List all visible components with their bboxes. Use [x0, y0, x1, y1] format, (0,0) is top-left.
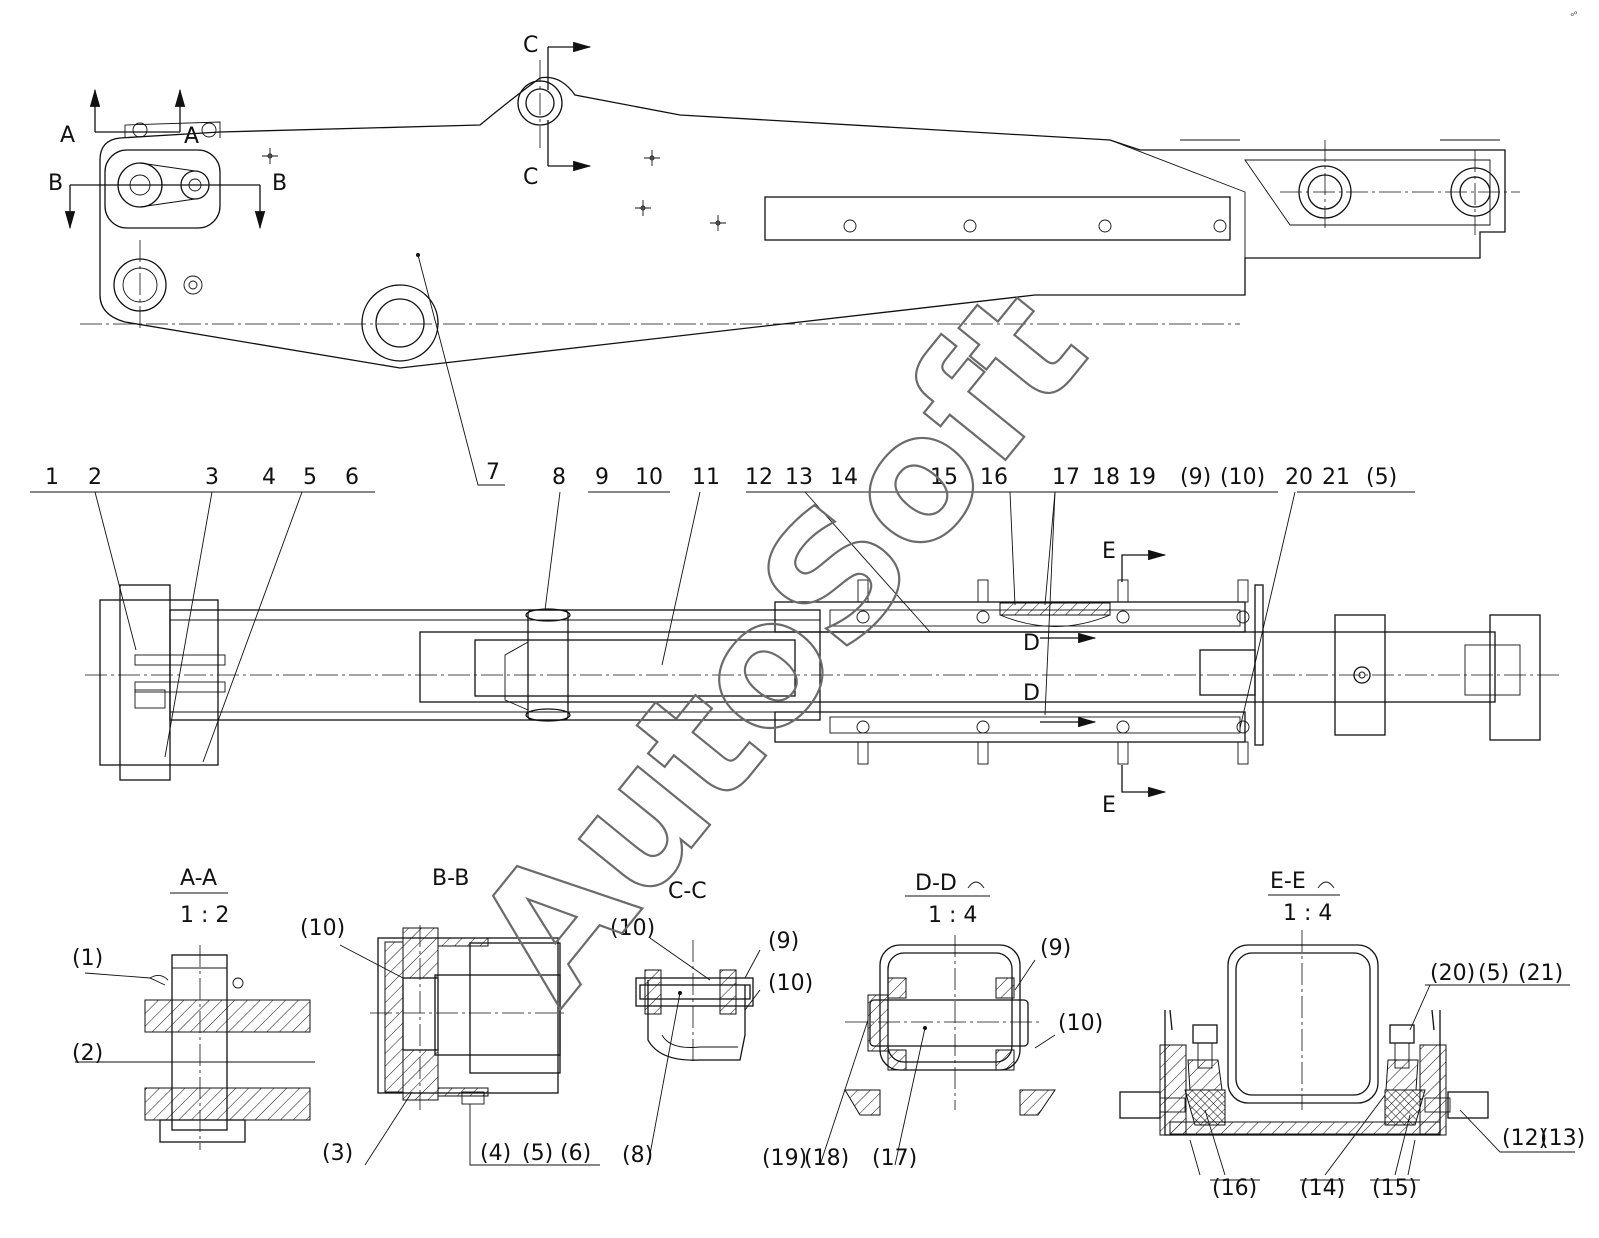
plan-callout: 8 — [552, 465, 566, 490]
watermark: AutoSoft — [438, 254, 1124, 1035]
section-b-b-label-6: (6) — [560, 1141, 591, 1166]
section-a-a-scale: 1 : 2 — [180, 903, 229, 928]
plan-callout: 6 — [345, 465, 359, 490]
section-e-e-label-15: (15) — [1372, 1176, 1417, 1201]
elevation-view: A A B B C C 7 — [48, 33, 1520, 486]
section-d-d-title: D-D — [915, 871, 957, 896]
plan-callout: 15 — [930, 465, 958, 490]
plan-callout: 3 — [205, 465, 219, 490]
section-e-e-label-16: (16) — [1212, 1176, 1257, 1201]
section-e-e-label-20: (20) — [1430, 961, 1475, 986]
section-marker-b-right: B — [272, 171, 287, 196]
section-c-c-label-9: (9) — [768, 929, 799, 954]
section-marker-a-left: A — [60, 123, 75, 148]
plan-callout: 2 — [88, 465, 102, 490]
section-marker-d-top: D — [1023, 631, 1040, 656]
section-a-a-title: A-A — [180, 866, 217, 891]
section-d-d-label-10: (10) — [1058, 1011, 1103, 1036]
plan-callout: 11 — [692, 465, 720, 490]
section-e-e-label-13: (13) — [1540, 1126, 1585, 1151]
section-a-a-label-2: (2) — [72, 1041, 103, 1066]
plan-callout: 21 — [1322, 465, 1350, 490]
section-marker-a-right: A — [184, 124, 199, 149]
section-marker-b-left: B — [48, 171, 63, 196]
section-c-c-label-10a: (10) — [610, 916, 655, 941]
section-d-d: D-D 1 : 4 (9) (10) (19) (18) (17) — [762, 871, 1103, 1171]
section-e-e-title: E-E — [1270, 869, 1306, 894]
plan-callout: 13 — [785, 465, 813, 490]
section-marker-d-bottom: D — [1023, 681, 1040, 706]
section-e-e-scale: 1 : 4 — [1283, 901, 1332, 926]
plan-callout: 16 — [980, 465, 1008, 490]
plan-callout: (9) — [1180, 465, 1211, 490]
section-b-b-label-3: (3) — [322, 1141, 353, 1166]
plan-callout: 9 — [595, 465, 609, 490]
section-b-b-label-5: (5) — [522, 1141, 553, 1166]
plan-callout: 1 — [45, 465, 59, 490]
section-a-a-label-1: (1) — [72, 946, 103, 971]
section-a-a: A-A 1 : 2 (1) (2) — [72, 866, 315, 1150]
plan-callout: 10 — [635, 465, 663, 490]
plan-callout: 17 — [1052, 465, 1080, 490]
section-b-b-title: B-B — [432, 866, 469, 891]
plan-callout: 14 — [830, 465, 858, 490]
section-marker-c-top: C — [523, 33, 538, 58]
section-b-b: B-B (10) (3) (4) (5) (6) — [300, 866, 600, 1166]
section-d-d-label-18: (18) — [804, 1146, 849, 1171]
plan-callout: 12 — [745, 465, 773, 490]
section-marker-e-top: E — [1102, 539, 1116, 564]
section-c-c-label-10b: (10) — [768, 971, 813, 996]
plan-callout: (10) — [1220, 465, 1265, 490]
plan-callout: 19 — [1128, 465, 1156, 490]
callout-7: 7 — [486, 460, 500, 485]
section-c-c-label-8: (8) — [622, 1143, 653, 1168]
plan-callout: 4 — [262, 465, 276, 490]
section-e-e-label-5: (5) — [1478, 961, 1509, 986]
section-d-d-label-17: (17) — [872, 1146, 917, 1171]
section-marker-c-bottom: C — [523, 165, 538, 190]
section-c-c: C-C (10) (9) (10) (8) — [610, 879, 813, 1168]
section-d-d-label-9: (9) — [1040, 936, 1071, 961]
section-d-d-scale: 1 : 4 — [928, 903, 977, 928]
section-e-e: E-E 1 : 4 — [1119, 869, 1585, 1201]
section-b-b-label-4: (4) — [480, 1141, 511, 1166]
plan-callout: 5 — [303, 465, 317, 490]
plan-callout: 18 — [1092, 465, 1120, 490]
section-b-b-label-10: (10) — [300, 916, 345, 941]
section-e-e-label-12: (12) — [1502, 1126, 1547, 1151]
section-d-d-label-19: (19) — [762, 1146, 807, 1171]
plan-callout: (5) — [1366, 465, 1397, 490]
plan-callout: 20 — [1285, 465, 1313, 490]
section-e-e-label-14: (14) — [1300, 1176, 1345, 1201]
section-e-e-label-21: (21) — [1518, 961, 1563, 986]
section-c-c-title: C-C — [668, 879, 707, 904]
section-marker-e-bottom: E — [1102, 793, 1116, 818]
